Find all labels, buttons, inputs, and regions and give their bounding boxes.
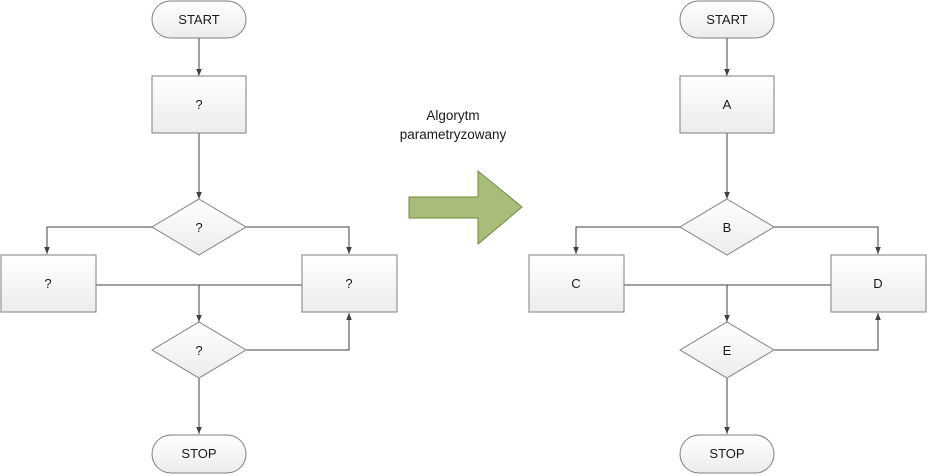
left-connector-loop-back: [246, 313, 352, 351]
left-process-box-left-label: ?: [44, 276, 51, 291]
left-connector-decision-to-left-box: [44, 226, 152, 254]
transform-caption-line2: parametryzowany: [400, 127, 507, 142]
left-decision-1-label: ?: [195, 220, 202, 235]
left-start-terminal: [151, 0, 247, 39]
left-decision-2-label: ?: [195, 343, 202, 358]
right-process-box-right-label: D: [873, 276, 882, 291]
right-process-box-right: [830, 254, 927, 313]
left-connector-decision-to-right-box: [246, 226, 352, 254]
right-process-box-left: [528, 254, 625, 313]
left-stop-label: STOP: [181, 446, 216, 461]
right-connector-decision-to-right-box: [774, 226, 881, 254]
right-connector-loop-back: [774, 313, 881, 351]
left-process-box-top-label: ?: [195, 97, 202, 112]
left-stop-terminal: [151, 434, 247, 474]
transform-caption-line1: Algorytm: [426, 108, 479, 123]
right-decision-1: [679, 198, 775, 256]
right-decision-2-label: E: [723, 343, 732, 358]
left-decision-2: [151, 321, 247, 379]
right-process-box-top-label: A: [723, 97, 732, 112]
right-stop-label: STOP: [709, 446, 744, 461]
right-stop-terminal: [679, 434, 775, 474]
transform-arrow-icon: [408, 169, 523, 246]
transform-arrow-group: Algorytm parametryzowany: [400, 108, 523, 246]
left-flowchart: START ? ? ? ? ? STOP: [0, 0, 398, 474]
right-decision-1-label: B: [723, 220, 732, 235]
right-process-box-top: [679, 75, 775, 134]
left-process-box-right-label: ?: [345, 276, 352, 291]
left-start-label: START: [178, 12, 219, 27]
right-start-label: START: [706, 12, 747, 27]
right-connector-decision-to-left-box: [573, 226, 680, 254]
right-start-terminal: [679, 0, 775, 39]
right-process-box-left-label: C: [571, 276, 580, 291]
right-decision-2: [679, 321, 775, 379]
left-process-box-top: [151, 75, 247, 134]
left-process-box-right: [301, 254, 398, 313]
left-process-box-left: [0, 254, 97, 313]
left-decision-1: [151, 198, 247, 256]
right-flowchart: START A B C D E STOP: [528, 0, 927, 474]
